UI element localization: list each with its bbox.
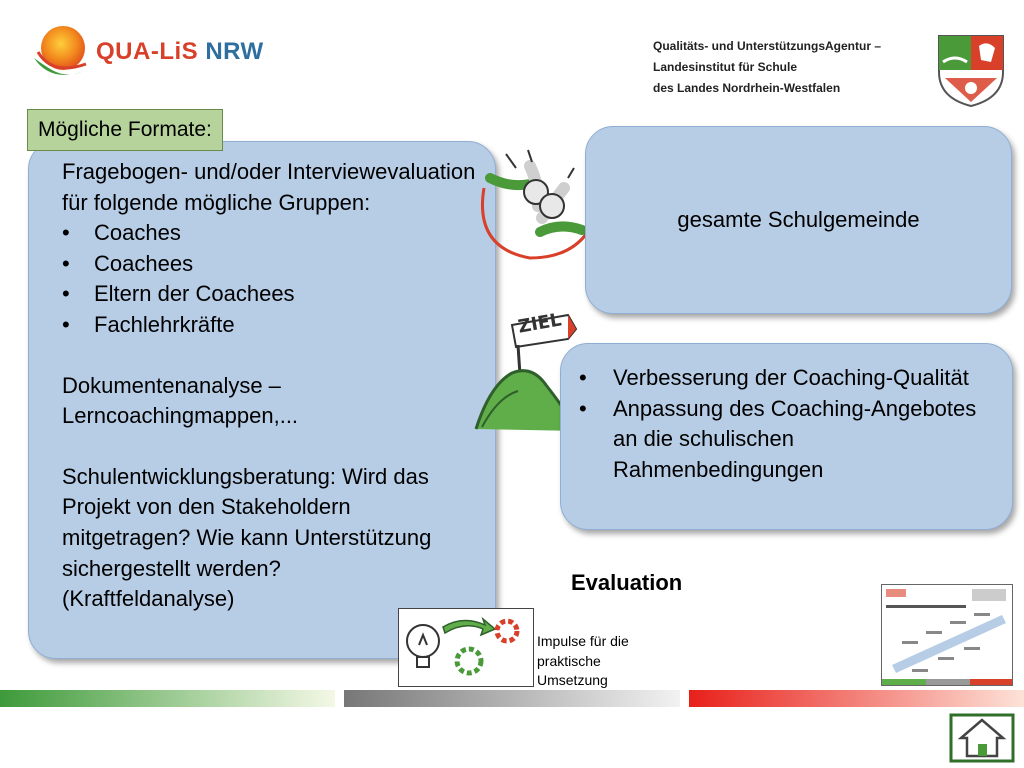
consulting-text: Schulentwicklungsberatung: Wird das Proj… — [62, 463, 432, 612]
school-community-box: gesamte Schulgemeinde — [585, 126, 1012, 314]
slide-thumbnail[interactable] — [881, 584, 1013, 686]
impulse-caption-line: Impulse für die — [537, 633, 629, 649]
teamwork-hands-icon — [481, 149, 603, 260]
thumbnail-preview-icon — [882, 589, 1012, 685]
goal-mountain-icon — [474, 313, 580, 432]
list-item: Coaches — [62, 218, 482, 249]
agency-name: Qualitäts- und UnterstützungsAgentur – L… — [653, 36, 881, 99]
qualis-wordmark: QUA-LiS NRW — [96, 38, 264, 65]
qualis-logo-icon — [34, 26, 87, 75]
impulse-caption-line: Umsetzung — [537, 672, 608, 688]
impulse-graphic[interactable] — [398, 608, 534, 687]
footer-bar-red — [689, 690, 1024, 707]
list-item: Verbesserung der Coaching-Qualität — [579, 363, 999, 394]
list-item: Eltern der Coachees — [62, 279, 482, 310]
agency-line-1: Qualitäts- und UnterstützungsAgentur – — [653, 39, 881, 53]
agency-line-3: des Landes Nordrhein-Westfalen — [653, 81, 841, 95]
school-community-text: gesamte Schulgemeinde — [677, 207, 920, 232]
impulse-caption-line: praktische — [537, 652, 601, 669]
nrw-coat-of-arms-icon — [938, 35, 1004, 108]
impulse-caption: Impulse für die praktische Umsetzung — [537, 632, 629, 691]
list-item: Coachees — [62, 249, 482, 280]
formats-label: Mögliche Formate: — [27, 109, 223, 151]
footer-bar-green — [0, 690, 335, 707]
list-item: Fachlehrkräfte — [62, 310, 482, 341]
home-icon[interactable] — [949, 713, 1015, 763]
methods-intro: Fragebogen- und/oder Interviewevaluation… — [62, 159, 476, 215]
footer-bar-gray — [344, 690, 680, 707]
groups-list: Coaches Coachees Eltern der Coachees Fac… — [62, 218, 482, 340]
document-analysis-text: Dokumentenanalyse – Lerncoachingmappen,.… — [62, 372, 299, 429]
methods-text: Fragebogen- und/oder Interviewevaluation… — [62, 157, 482, 615]
agency-line-2: Landesinstitut für Schule — [653, 60, 798, 74]
goals-box: Verbesserung der Coaching-Qualität Anpas… — [560, 343, 1013, 530]
goals-list: Verbesserung der Coaching-Qualität Anpas… — [579, 363, 999, 485]
list-item: Anpassung des Coaching-Angebotes an die … — [579, 394, 999, 486]
idea-gears-icon — [406, 616, 520, 676]
evaluation-title: Evaluation — [571, 570, 683, 595]
